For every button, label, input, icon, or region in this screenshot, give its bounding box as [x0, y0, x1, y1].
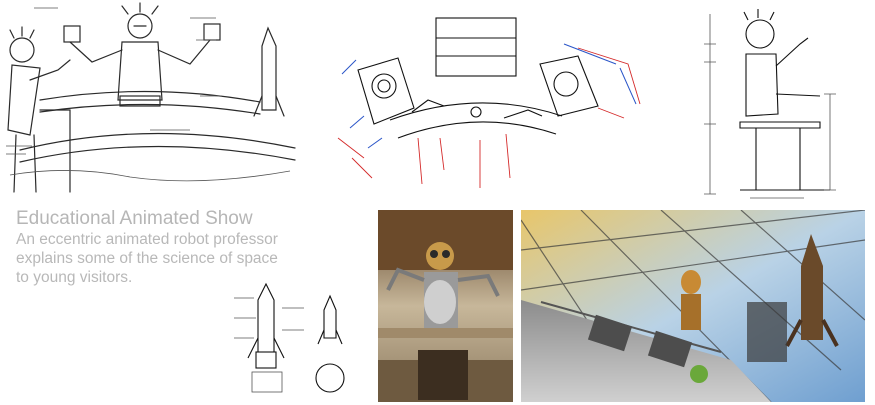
robot-photo-svg: [378, 210, 513, 402]
rocket-drawing-svg: [234, 282, 345, 393]
show-title: Educational Animated Show: [16, 208, 253, 229]
concept-sketch-drawing: [6, 2, 296, 193]
description-line-3: to young visitors.: [16, 269, 133, 286]
elevation-drawing: [680, 4, 852, 202]
exhibit-photo-svg: [521, 210, 865, 402]
robot-professor-photo: [378, 210, 513, 402]
rocket-technical-drawing: [222, 278, 368, 400]
floor-plan-svg: [337, 17, 641, 188]
description-line-1: An eccentric animated robot professor: [16, 231, 278, 248]
description-line-2: explains some of the science of space: [16, 250, 278, 267]
elevation-svg: [704, 9, 836, 199]
caption-block: Educational Animated Show An eccentric a…: [16, 208, 316, 287]
floor-plan-drawing: [328, 8, 653, 198]
exhibit-hall-photo: [521, 210, 865, 402]
concept-sketch: [0, 0, 303, 200]
